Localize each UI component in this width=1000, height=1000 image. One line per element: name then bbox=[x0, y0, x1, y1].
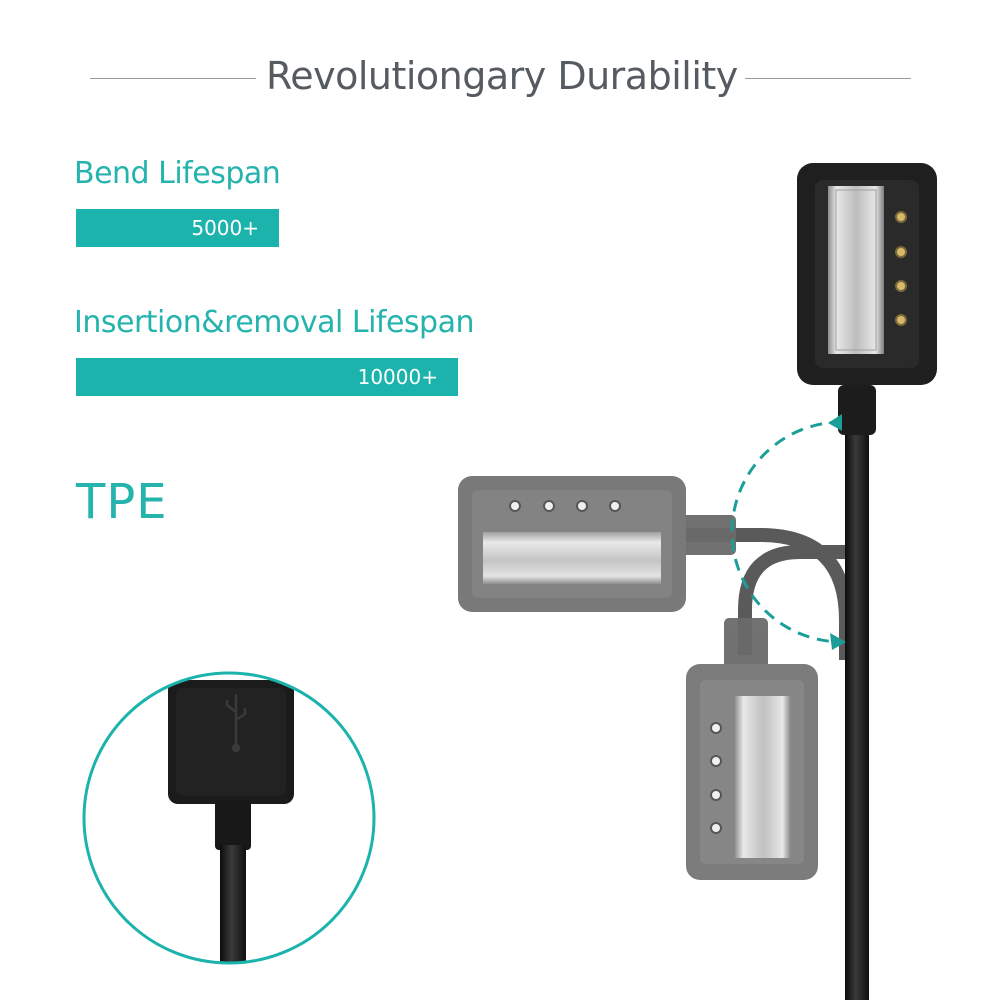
main-cable bbox=[845, 425, 869, 1000]
connector-gray-horizontal bbox=[458, 476, 736, 612]
bend-lifespan-value: 5000+ bbox=[191, 216, 259, 240]
insertion-lifespan-bar: 10000+ bbox=[76, 358, 458, 396]
heading-rule-right bbox=[745, 78, 911, 79]
bend-lifespan-label: Bend Lifespan bbox=[74, 156, 281, 191]
page-title: Revolutiongary Durability bbox=[266, 54, 738, 98]
bend-arc-dashed bbox=[730, 420, 843, 644]
heading-rule-left bbox=[90, 78, 256, 79]
insertion-lifespan-value: 10000+ bbox=[357, 365, 438, 389]
bend-lifespan-bar: 5000+ bbox=[76, 209, 279, 247]
bend-arc-arrow-bottom bbox=[830, 633, 846, 650]
usb-detail-circle bbox=[82, 671, 376, 965]
connector-black bbox=[797, 163, 937, 435]
bend-arc-arrow-top bbox=[828, 414, 842, 431]
insertion-lifespan-label: Insertion&removal Lifespan bbox=[74, 305, 475, 340]
bent-cable-ghost-inner bbox=[738, 545, 846, 655]
connector-gray-vertical bbox=[686, 618, 818, 880]
section-heading: Revolutiongary Durability bbox=[0, 50, 1000, 106]
usb-symbol-icon bbox=[225, 694, 247, 753]
material-label: TPE bbox=[76, 474, 168, 530]
